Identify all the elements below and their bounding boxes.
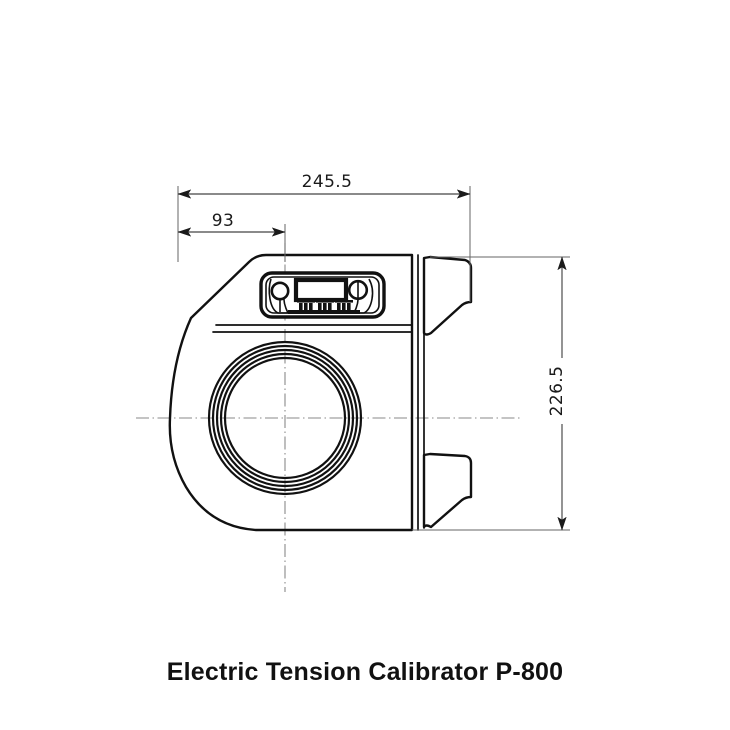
mounting-ear-top (422, 255, 473, 336)
keypad-button[interactable] (304, 303, 308, 312)
bore-ring-5 (223, 356, 347, 480)
dimension-label-backdrop-245 (296, 170, 358, 190)
bore-ring-3 (215, 348, 355, 488)
rotary-knob-right[interactable] (347, 278, 374, 314)
body-outline (168, 253, 414, 532)
dimension-label-245: 245.5 (302, 172, 353, 192)
keypad-button[interactable] (337, 303, 341, 312)
dimension-panel-offset: 93 (177, 209, 286, 262)
dimension-label-backdrop-226 (552, 358, 572, 424)
dimension-label-backdrop-93 (205, 209, 241, 229)
keypad-button[interactable] (318, 303, 322, 312)
keypad-bar (297, 300, 315, 303)
knob-left-dial[interactable] (270, 281, 290, 301)
dimension-label-226: 226.5 (547, 366, 567, 417)
keypad-button[interactable] (323, 303, 327, 312)
bore-ring-1 (207, 340, 363, 496)
lcd-display (293, 277, 349, 303)
drawing-caption: Electric Tension Calibrator P-800 (167, 658, 564, 686)
centerlines (136, 243, 520, 592)
bore-ring-2 (211, 344, 359, 492)
keypad-button[interactable] (347, 303, 351, 312)
keypad-bar (316, 300, 334, 303)
mounting-ear-bottom (422, 452, 473, 529)
keypad-bar (335, 300, 353, 303)
dimension-label-93: 93 (212, 211, 234, 231)
bore-ring-4 (219, 352, 351, 484)
central-bore (207, 340, 363, 496)
mounting-brackets (422, 255, 473, 529)
dimension-overall-width: 245.5 (177, 170, 471, 302)
keypad-button[interactable] (342, 303, 346, 312)
calibrator-body (168, 253, 425, 532)
knob-right-housing (353, 278, 374, 314)
keypad-button[interactable] (328, 303, 332, 312)
keypad-button[interactable] (299, 303, 303, 312)
keypad-buttons[interactable] (288, 300, 360, 314)
keypad-base-strip (288, 310, 360, 314)
knob-left-housing (268, 278, 289, 314)
keypad-button[interactable] (309, 303, 313, 312)
control-panel[interactable] (259, 271, 386, 319)
dimension-overall-height: 226.5 (412, 256, 572, 531)
rotary-knob-left[interactable] (268, 278, 290, 314)
